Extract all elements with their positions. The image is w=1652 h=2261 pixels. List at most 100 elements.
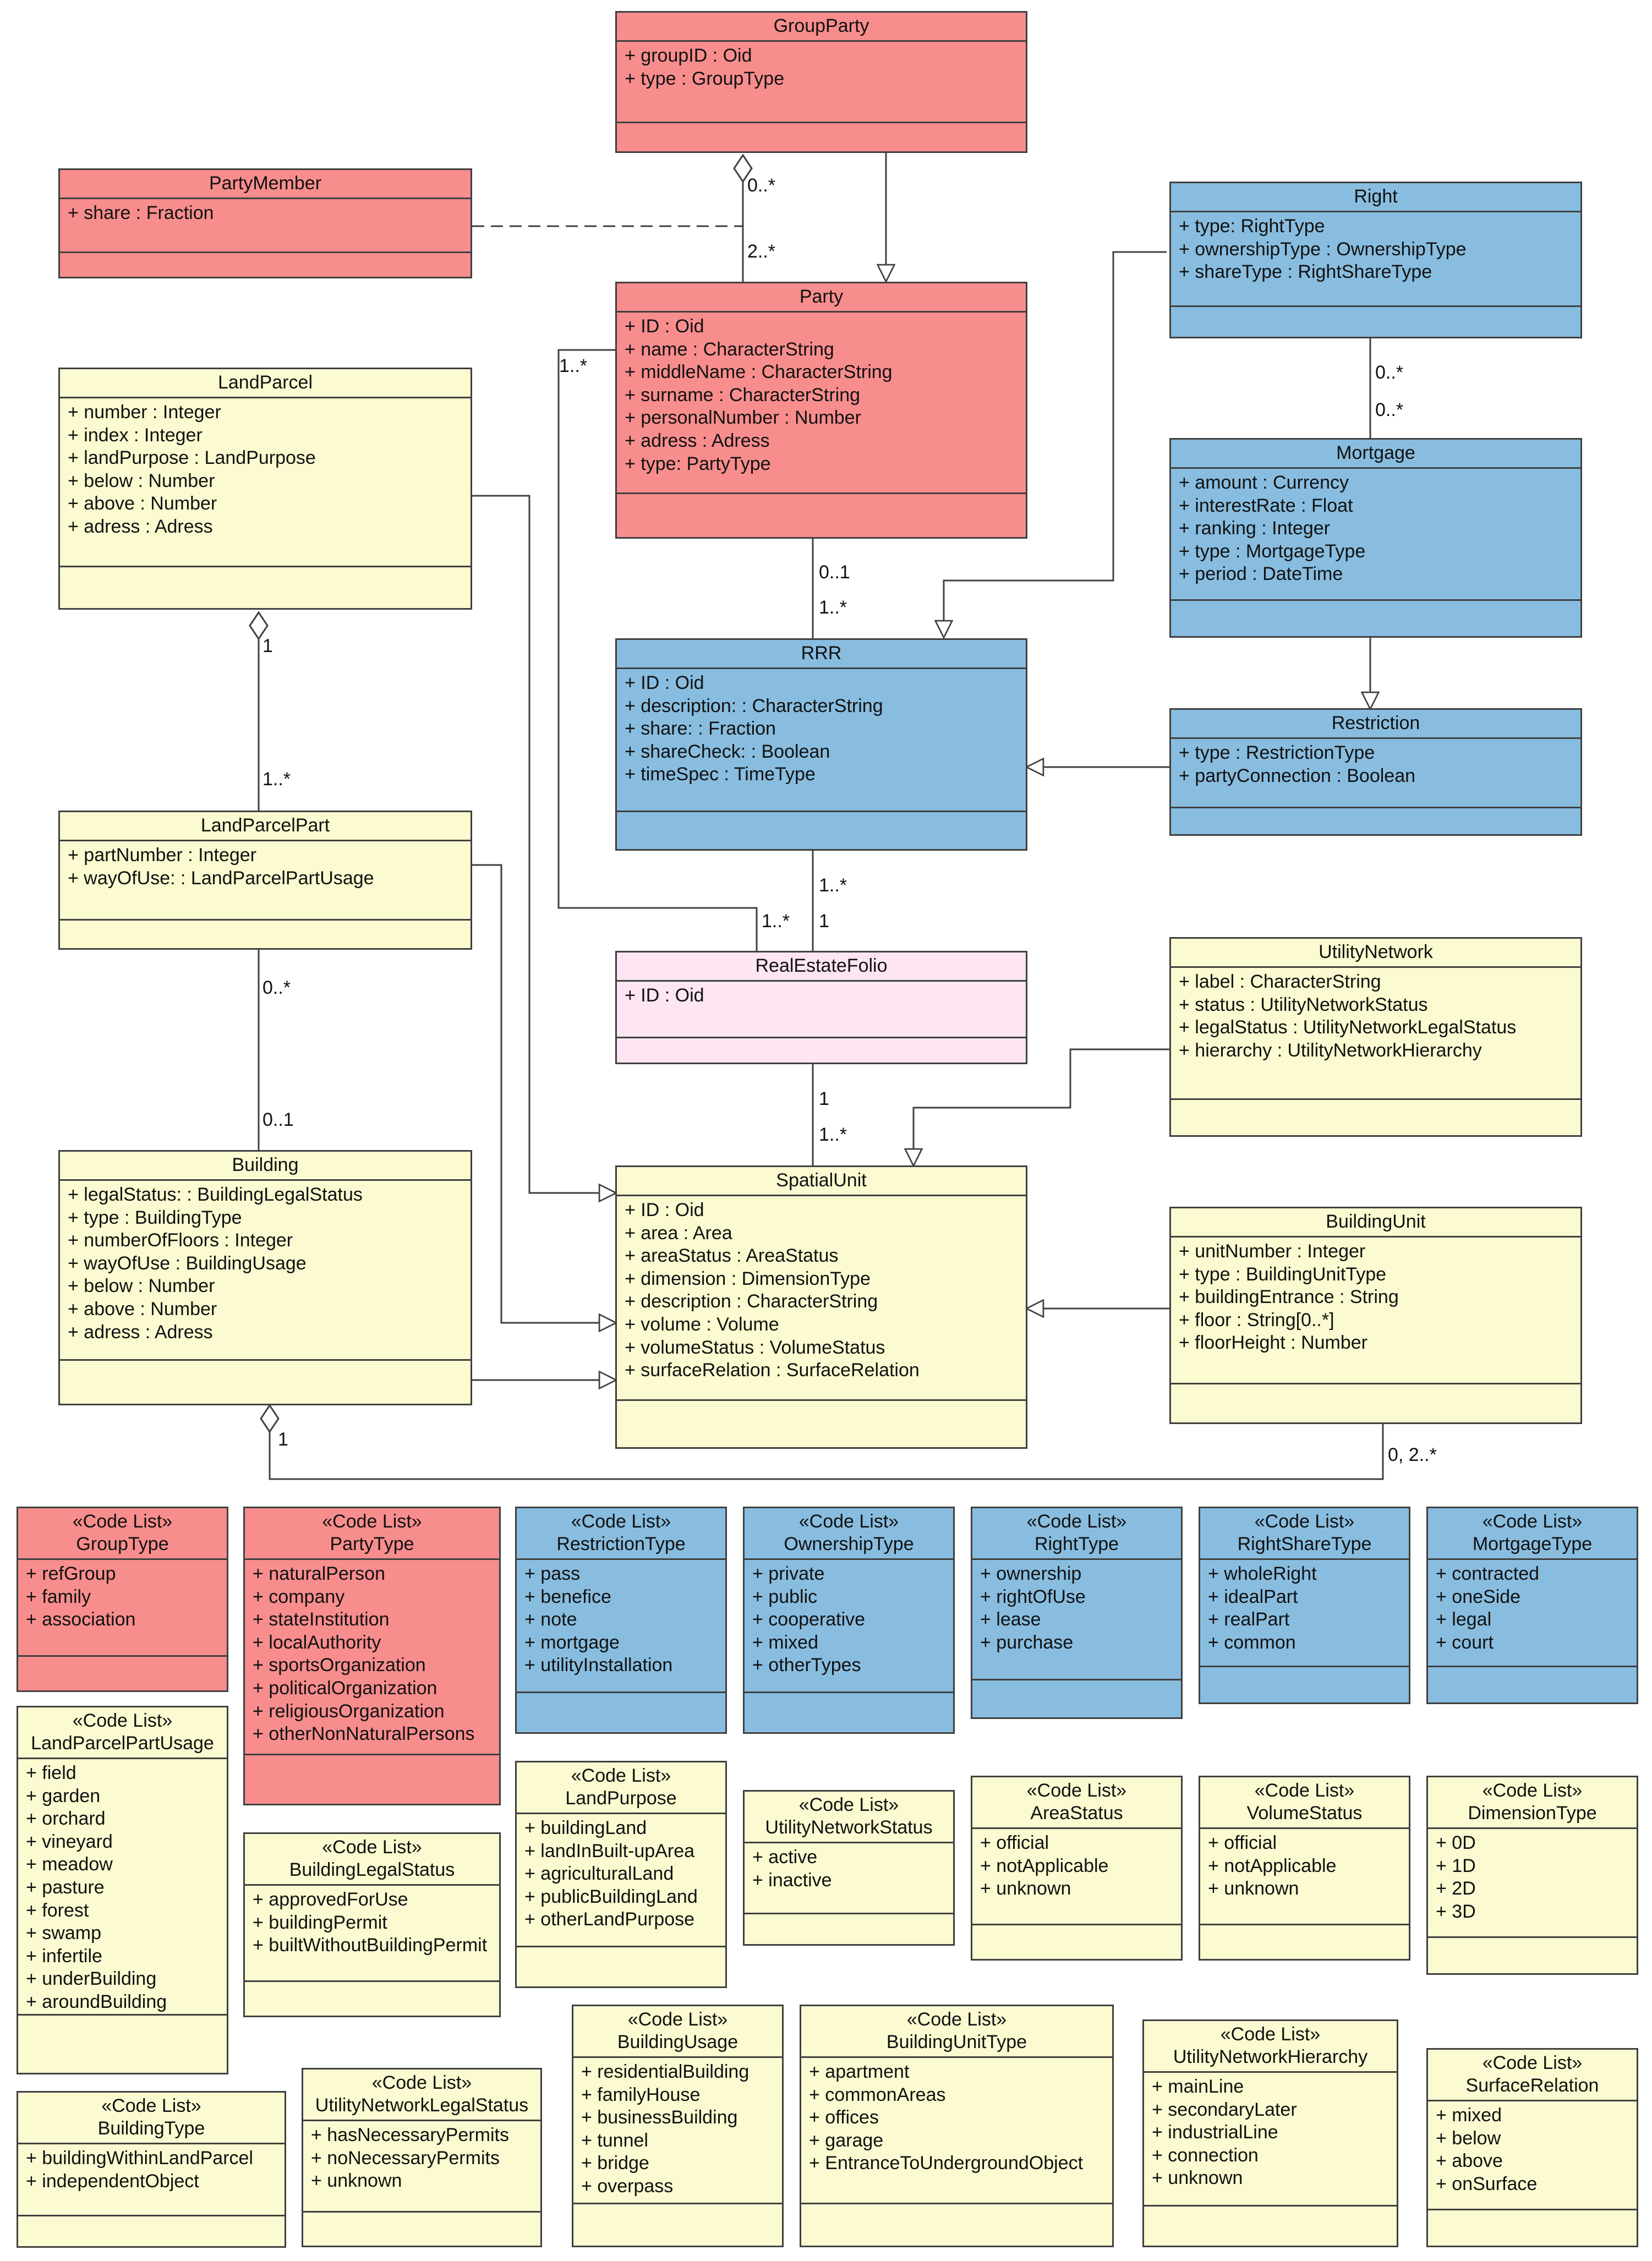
stereotype-label: «Code List» — [101, 2095, 201, 2116]
codelist-utilitynetworklegalstatus[interactable]: «Code List»UtilityNetworkLegalStatus+ ha… — [302, 2068, 542, 2247]
attribute: + private — [752, 1563, 825, 1584]
multiplicity: 1 — [262, 636, 273, 656]
codelist-landpurpose[interactable]: «Code List»LandPurpose+ buildingLand+ la… — [515, 1761, 727, 1988]
attribute: + middleName : CharacterString — [625, 362, 893, 383]
attribute: + legalStatus: : BuildingLegalStatus — [68, 1184, 363, 1205]
class-header: RealEstateFolio — [617, 952, 1026, 982]
codelist-utilitynetworkstatus[interactable]: «Code List»UtilityNetworkStatus+ active+… — [743, 1790, 955, 1946]
codelist-surfacerelation[interactable]: «Code List»SurfaceRelation+ mixed+ below… — [1426, 2048, 1638, 2247]
attribute: + wayOfUse: : LandParcelPartUsage — [68, 867, 374, 889]
codelist-grouptype[interactable]: «Code List»GroupType+ refGroup+ family+ … — [17, 1507, 228, 1692]
class-rrr[interactable]: RRR+ ID : Oid+ description: : CharacterS… — [615, 638, 1027, 851]
attribute: + stateInstitution — [253, 1609, 390, 1630]
class-landparcelpart[interactable]: LandParcelPart+ partNumber : Integer+ wa… — [58, 811, 472, 950]
attribute-compartment: + mixed+ below+ above+ onSurface — [1428, 2101, 1637, 2196]
operations-separator — [1200, 1666, 1409, 1667]
class-restriction[interactable]: Restriction+ type : RestrictionType+ par… — [1169, 708, 1582, 836]
class-landparcel[interactable]: LandParcel+ number : Integer+ index : In… — [58, 368, 472, 610]
attribute: + mainLine — [1152, 2076, 1244, 2097]
stereotype-label: «Code List» — [1026, 1780, 1127, 1801]
attribute-compartment: + number : Integer+ index : Integer+ lan… — [60, 398, 471, 539]
attribute: + official — [980, 1832, 1049, 1853]
class-utilitynetwork[interactable]: UtilityNetwork+ label : CharacterString+… — [1169, 937, 1582, 1137]
attribute: + bridge — [581, 2153, 649, 2174]
attribute: + commonAreas — [809, 2084, 946, 2105]
codelist-buildinglegalstatus[interactable]: «Code List»BuildingLegalStatus+ approved… — [243, 1832, 501, 2017]
codelist-utilitynetworkhierarchy[interactable]: «Code List»UtilityNetworkHierarchy+ main… — [1142, 2019, 1398, 2247]
attribute: + unitNumber : Integer — [1179, 1241, 1366, 1262]
class-header: «Code List»BuildingUsage — [573, 2006, 782, 2058]
attribute: + independentObject — [26, 2170, 199, 2192]
multiplicity: 0..* — [1375, 399, 1403, 420]
attribute: + residentialBuilding — [581, 2061, 750, 2082]
codelist-landparcelpartusage[interactable]: «Code List»LandParcelPartUsage+ field+ g… — [17, 1706, 228, 2074]
class-groupparty[interactable]: GroupParty+ groupID : Oid+ type : GroupT… — [615, 11, 1027, 153]
attribute: + adress : Adress — [68, 1321, 213, 1343]
class-name: AreaStatus — [1030, 1803, 1123, 1824]
attribute: + familyHouse — [581, 2084, 701, 2105]
attribute: + floorHeight : Number — [1179, 1332, 1367, 1354]
codelist-buildingtype[interactable]: «Code List»BuildingType+ buildingWithinL… — [17, 2091, 286, 2248]
codelist-buildingunittype[interactable]: «Code List»BuildingUnitType+ apartment+ … — [800, 2005, 1114, 2247]
class-partymember[interactable]: PartyMember+ share : Fraction — [58, 168, 472, 278]
class-mortgage[interactable]: Mortgage+ amount : Currency+ interestRat… — [1169, 438, 1582, 638]
class-building[interactable]: Building + legalStatus: : BuildingLegalSt… — [58, 1150, 472, 1405]
attribute-compartment: + ID : Oid — [617, 982, 1026, 1008]
multiplicity: 1..* — [819, 1124, 847, 1145]
attribute-compartment: + groupID : Oid+ type : GroupType — [617, 42, 1026, 90]
attribute: + numberOfFloors : Integer — [68, 1230, 293, 1251]
attribute: + hierarchy : UtilityNetworkHierarchy — [1179, 1039, 1482, 1061]
codelist-righttype[interactable]: «Code List»RightType+ ownership+ rightOf… — [971, 1507, 1183, 1719]
attribute: + ID : Oid — [625, 1200, 704, 1220]
class-right[interactable]: Right+ type: RightType+ ownershipType : … — [1169, 182, 1582, 338]
attribute: + 2D — [1436, 1878, 1476, 1899]
attribute-compartment: + type : RestrictionType+ partyConnectio… — [1171, 739, 1580, 787]
class-party[interactable]: Party+ ID : Oid+ name : CharacterString+… — [615, 282, 1027, 539]
attribute: + surname : CharacterString — [625, 384, 861, 406]
codelist-restrictiontype[interactable]: «Code List»RestrictionType+ pass+ benefi… — [515, 1507, 727, 1734]
operations-separator — [1171, 305, 1580, 307]
class-spatialunit[interactable]: SpatialUnit+ ID : Oid+ area : Area+ area… — [615, 1165, 1027, 1449]
attribute-compartment: + buildingLand+ landInBuilt-upArea+ agri… — [517, 1814, 725, 1931]
attribute: + family — [26, 1586, 91, 1607]
class-realestatefolio[interactable]: RealEstateFolio + ID : Oid — [615, 951, 1027, 1064]
multiplicity: 1..* — [762, 911, 790, 932]
attribute-compartment: + field+ garden+ orchard+ vineyard+ mead… — [18, 1759, 227, 2014]
codelist-mortgagetype[interactable]: «Code List»MortgageType+ contracted+ one… — [1426, 1507, 1638, 1704]
class-name: RestrictionType — [556, 1534, 686, 1554]
attribute: + inactive — [752, 1869, 832, 1891]
class-header: Building — [60, 1152, 471, 1181]
multiplicity: 1 — [278, 1429, 288, 1450]
attribute: + unknown — [1208, 1878, 1299, 1899]
attribute: + number : Integer — [68, 402, 221, 423]
class-name: RealEstateFolio — [755, 955, 888, 976]
attribute-compartment: + naturalPerson+ company+ stateInstituti… — [245, 1560, 499, 1746]
attribute-compartment: + pass+ benefice+ note+ mortgage+ utilit… — [517, 1560, 725, 1677]
codelist-dimensiontype[interactable]: «Code List»DimensionType+ 0D+ 1D+ 2D+ 3D — [1426, 1776, 1638, 1975]
attribute: + lease — [980, 1609, 1041, 1630]
codelist-rightsharetype[interactable]: «Code List»RightShareType+ wholeRight+ i… — [1199, 1507, 1410, 1704]
class-name: Mortgage — [1336, 442, 1415, 463]
attribute-compartment: + refGroup+ family+ association — [18, 1560, 227, 1632]
attribute: + mixed — [752, 1632, 818, 1653]
class-name: RightType — [1034, 1534, 1119, 1554]
class-name: VolumeStatus — [1246, 1803, 1363, 1824]
attribute: + partNumber : Integer — [68, 845, 257, 866]
codelist-partytype[interactable]: «Code List»PartyType+ naturalPerson+ com… — [243, 1507, 501, 1805]
codelist-areastatus[interactable]: «Code List»AreaStatus+ official+ notAppl… — [971, 1776, 1183, 1961]
class-buildingunit[interactable]: BuildingUnit+ unitNumber : Integer+ type… — [1169, 1207, 1582, 1424]
class-header: «Code List»UtilityNetworkStatus — [745, 1792, 953, 1843]
codelist-volumestatus[interactable]: «Code List»VolumeStatus+ official+ notAp… — [1199, 1776, 1410, 1961]
stereotype-label: «Code List» — [1482, 1511, 1583, 1532]
attribute: + wayOfUse : BuildingUsage — [68, 1252, 307, 1274]
attribute: + above — [1436, 2150, 1503, 2172]
attribute: + unknown — [1152, 2167, 1243, 2189]
attribute: + otherLandPurpose — [524, 1909, 695, 1930]
attribute-compartment: + ownership+ rightOfUse+ lease+ purchase — [972, 1560, 1181, 1654]
attribute: + unknown — [311, 2170, 402, 2192]
codelist-ownershiptype[interactable]: «Code List»OwnershipType+ private+ publi… — [743, 1507, 955, 1734]
stereotype-label: «Code List» — [371, 2072, 472, 2093]
codelist-buildingusage[interactable]: «Code List»BuildingUsage + residentialBui… — [572, 2005, 784, 2247]
class-name: BuildingUsage — [617, 2032, 739, 2052]
attribute: + ID : Oid — [625, 316, 704, 337]
